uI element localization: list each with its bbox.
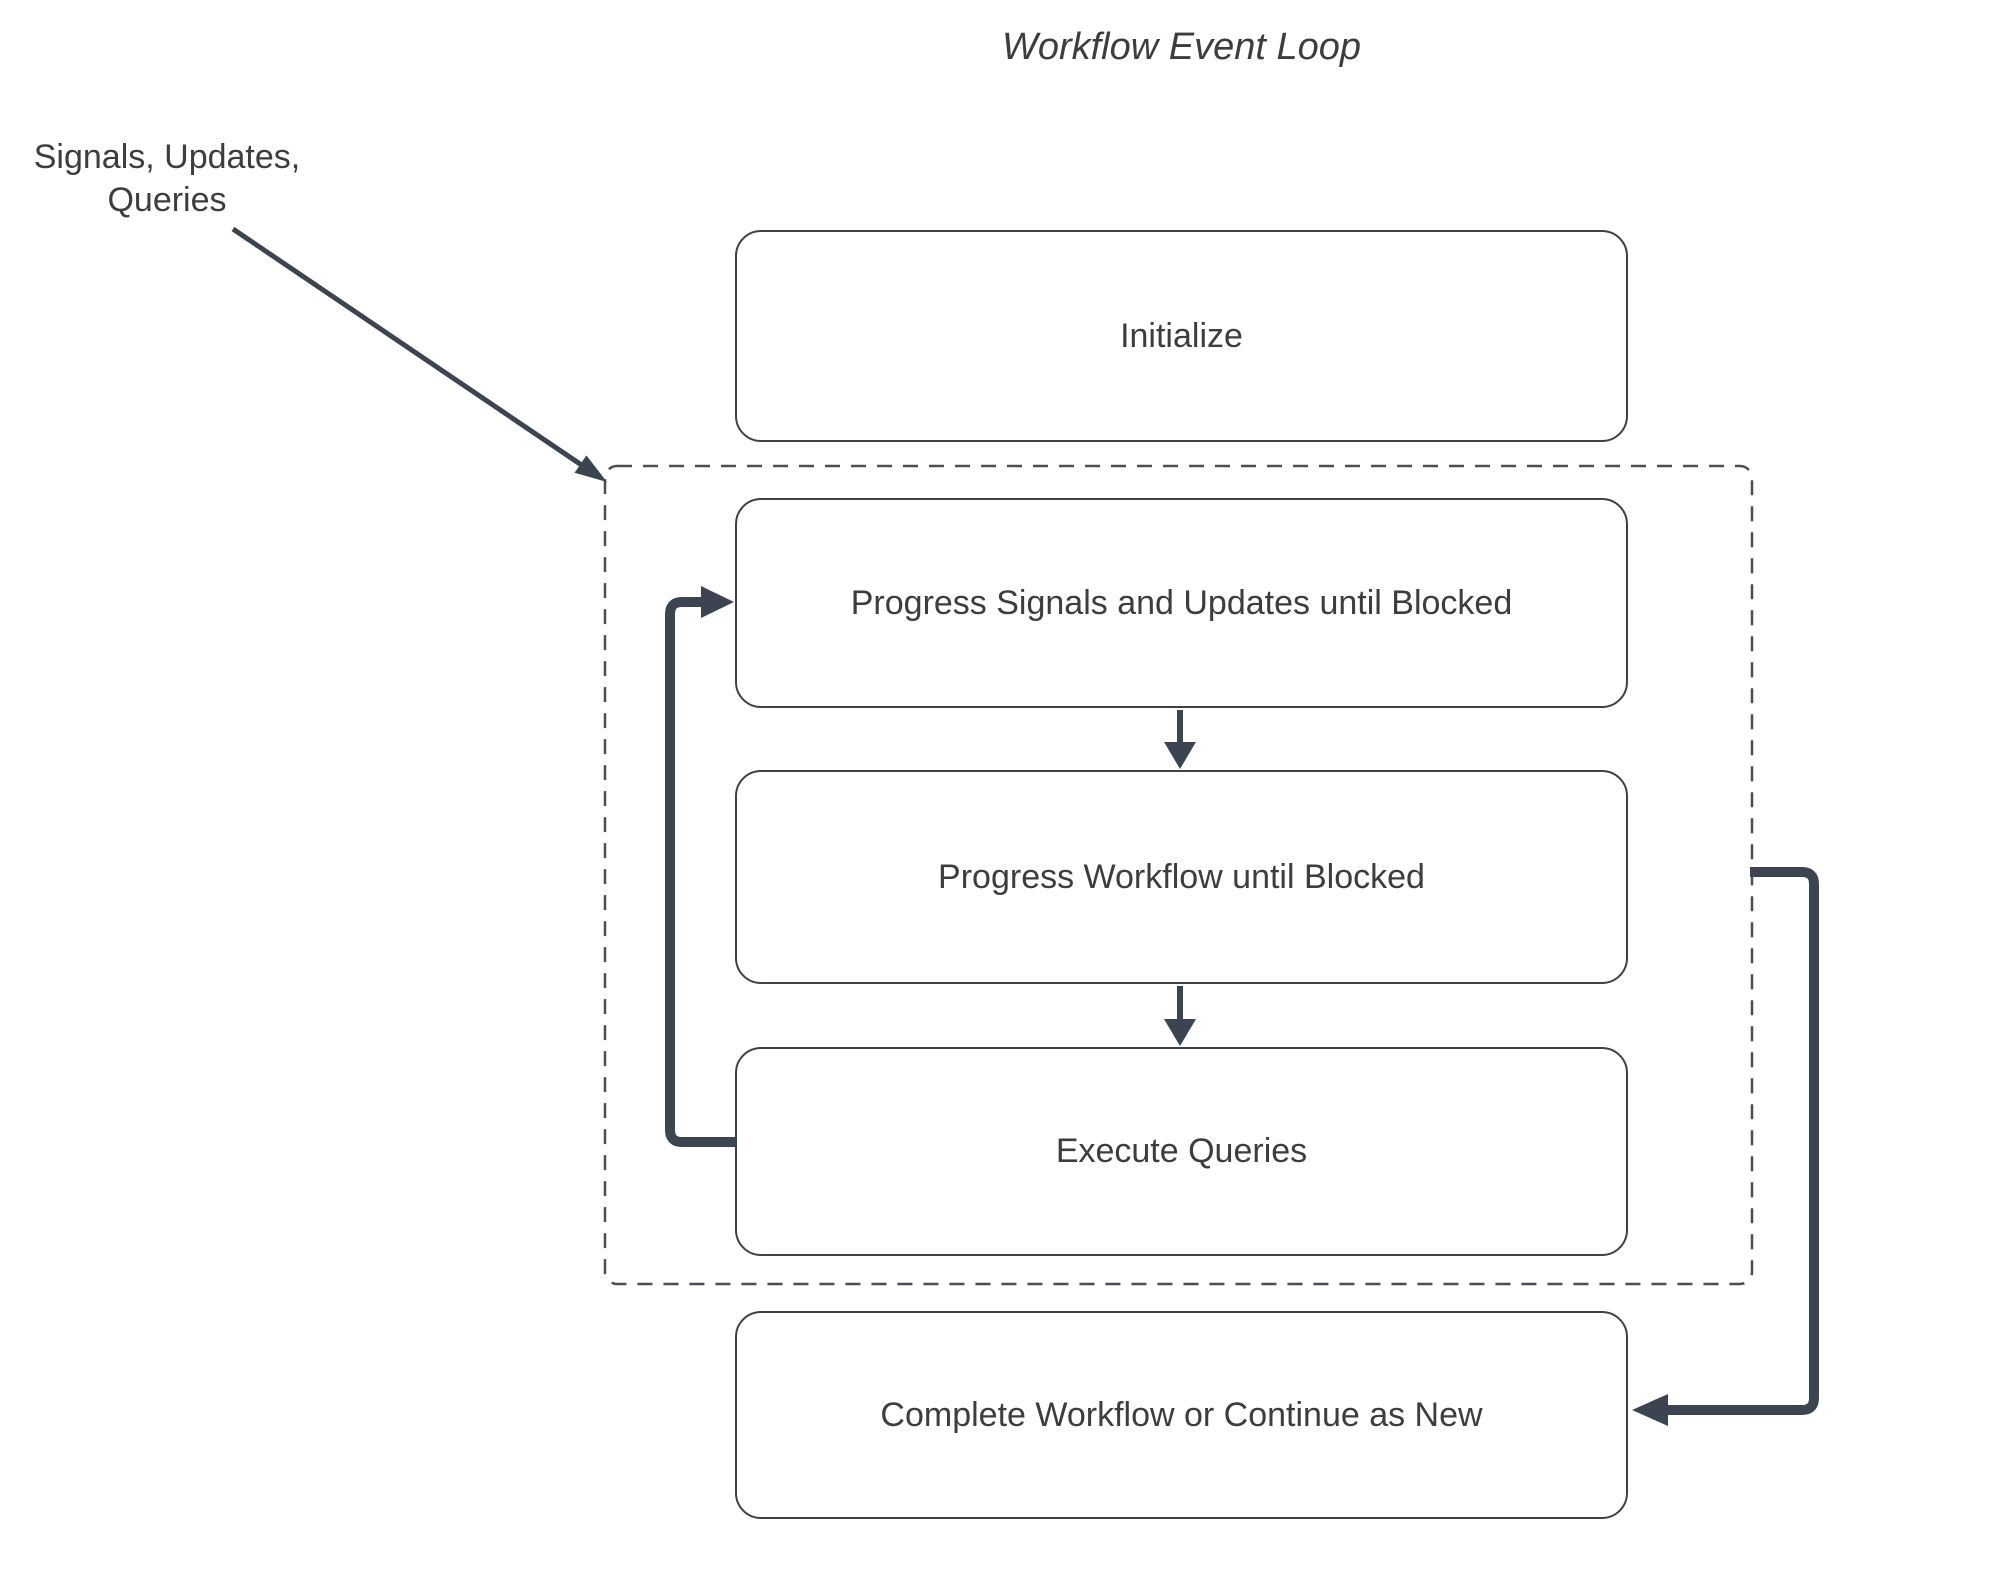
node-progress-signals: Progress Signals and Updates until Block… <box>735 498 1628 708</box>
node-complete: Complete Workflow or Continue as New <box>735 1311 1628 1519</box>
node-progress-signals-label: Progress Signals and Updates until Block… <box>850 583 1513 622</box>
annotation-line-2: Queries <box>107 181 227 219</box>
node-execute-queries-label: Execute Queries <box>1055 1132 1308 1170</box>
arrow-event-loop-to-complete-icon <box>1632 867 1819 1426</box>
node-execute-queries: Execute Queries <box>735 1047 1628 1256</box>
node-initialize-label: Initialize <box>1120 316 1243 355</box>
node-progress-workflow: Progress Workflow until Blocked <box>735 770 1628 984</box>
node-complete-label: Complete Workflow or Continue as New <box>880 1395 1483 1434</box>
arrow-execute-queries-to-progress-signals-icon <box>665 586 737 1147</box>
diagram-title: Workflow Event Loop <box>1001 26 1362 68</box>
annotation-line-1: Signals, Updates, <box>33 138 301 176</box>
arrow-progress-signals-to-progress-workflow-icon <box>1164 710 1196 769</box>
node-progress-workflow-label: Progress Workflow until Blocked <box>938 857 1425 896</box>
signals-input-arrow-icon <box>231 226 607 482</box>
node-initialize: Initialize <box>735 230 1628 442</box>
signals-updates-queries-label: Signals, Updates, Queries <box>26 136 308 222</box>
arrow-progress-workflow-to-execute-queries-icon <box>1164 986 1196 1046</box>
